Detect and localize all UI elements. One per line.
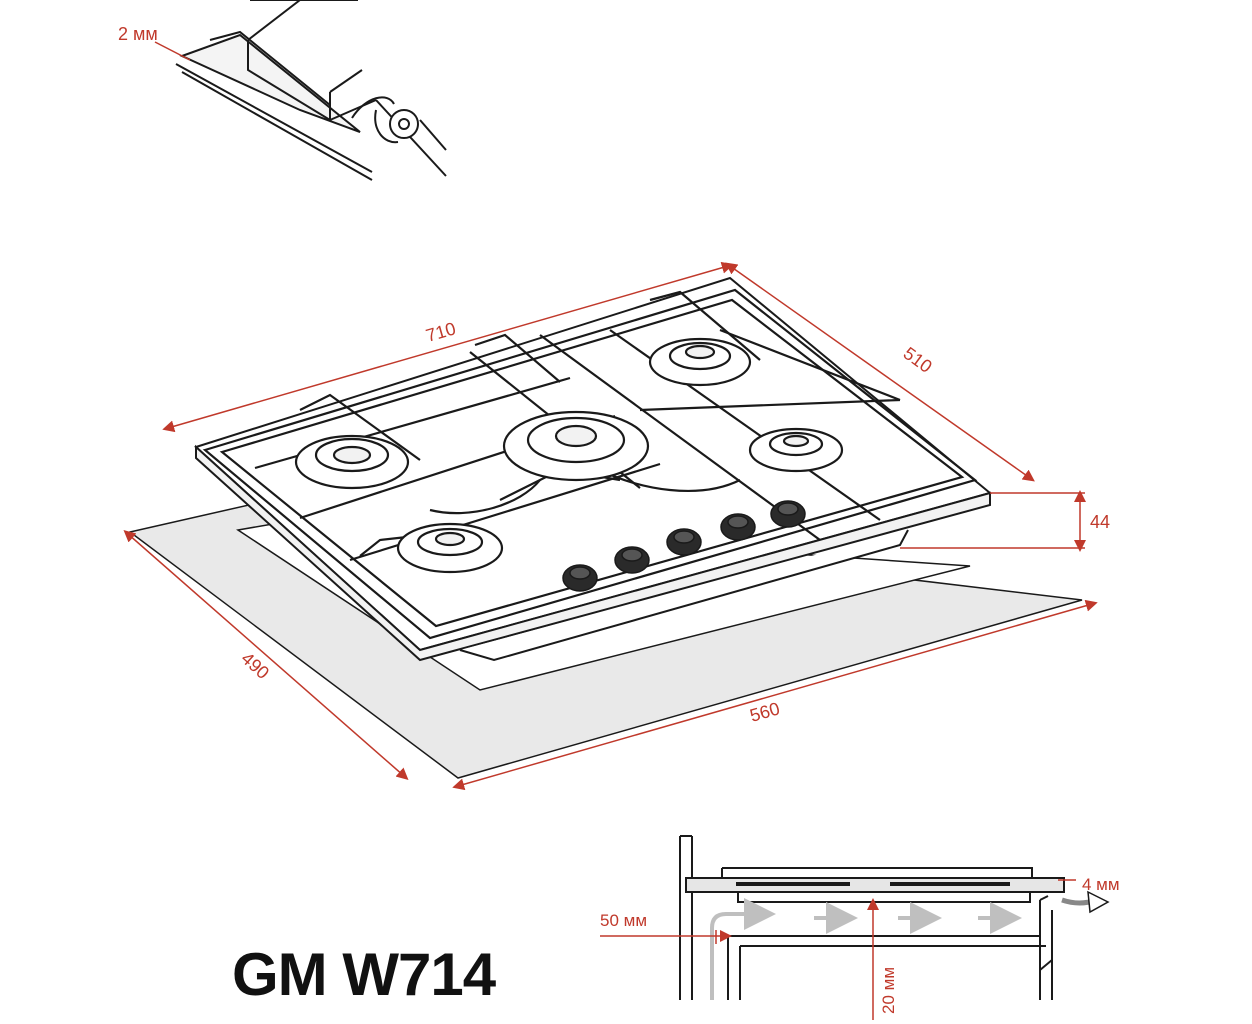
seal-leader-line <box>154 41 191 61</box>
burner-icon <box>648 337 752 387</box>
airflow-arrow-icon <box>710 898 1022 1000</box>
cutout-width-label: 560 <box>748 698 782 726</box>
burner-icon <box>502 410 650 482</box>
gap-label: 50 мм <box>600 911 647 930</box>
model-name: GM W714 <box>232 941 496 1008</box>
knob-icon <box>614 546 650 574</box>
knob-icon <box>562 564 598 592</box>
seal-detail <box>175 0 447 181</box>
clearance-label: 20 мм <box>879 967 898 1014</box>
knob-icon <box>720 513 756 541</box>
knob-icon <box>770 500 806 528</box>
vent-arrow-head <box>1087 890 1110 914</box>
cutout-width-dimension-line <box>452 599 1098 791</box>
width-label: 710 <box>424 318 458 346</box>
burner-icon <box>748 427 844 473</box>
width-dimension-line <box>162 261 734 433</box>
cutout-depth-label: 490 <box>237 648 273 683</box>
depth-label: 510 <box>900 343 936 377</box>
burner-icon <box>294 434 410 490</box>
knob-icon <box>666 528 702 556</box>
section-view <box>679 835 1065 1000</box>
burner-icon <box>396 522 504 574</box>
depth-dimension-line <box>725 262 1035 482</box>
vent-label: 4 мм <box>1082 875 1120 894</box>
height-label: 44 <box>1090 512 1110 532</box>
seal-thickness-label: 2 мм <box>118 24 158 44</box>
cutout-depth-dimension-line <box>123 530 409 780</box>
